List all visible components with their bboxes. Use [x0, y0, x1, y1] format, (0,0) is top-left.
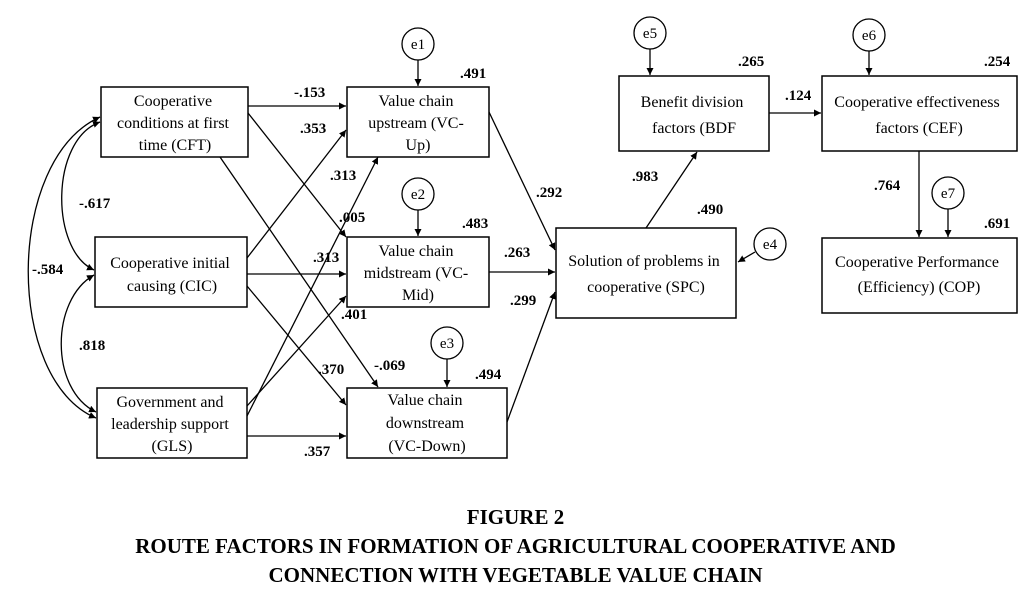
- coef-cft-vcup: -.153: [294, 85, 325, 101]
- vcup-box: [346, 86, 490, 158]
- arrow-cft-vcmid: [247, 112, 347, 238]
- coef-cic-vcmid: .313: [313, 250, 339, 266]
- coef-spc-bdf: .983: [632, 169, 658, 185]
- coef-gls-vcdown: .357: [304, 444, 331, 460]
- coef-gls-vcmid: .401: [341, 307, 367, 323]
- coef-cov-cft-gls: -.584: [32, 262, 64, 278]
- arrow-vcup-spc: [488, 111, 556, 251]
- vcdown-label: Value chain downstream (VC-Down): [386, 392, 468, 455]
- vcup-label: Value chain upstream (VC- Up): [368, 93, 468, 154]
- arrow-vcdown-spc: [506, 291, 556, 423]
- figure-title-line-1: ROUTE FACTORS IN FORMATION OF AGRICULTUR…: [135, 534, 896, 558]
- coef-vcdown-spc: .299: [510, 293, 536, 309]
- cov-cft-cic: [61, 121, 101, 271]
- r2-vcmid: .483: [462, 216, 488, 232]
- r2-cef: .254: [984, 54, 1011, 70]
- r2-cop: .691: [984, 216, 1010, 232]
- coef-cft-vcdown: .370: [318, 362, 344, 378]
- arrow-spc-bdf: [645, 151, 698, 229]
- arrow-cft-vcdown: [219, 156, 379, 388]
- coef-bdf-cef: .124: [785, 88, 812, 104]
- coef-cic-vcdown: -.069: [374, 358, 405, 374]
- cop-box: [821, 237, 1018, 314]
- bdf-box: [618, 75, 770, 152]
- coef-cov-cft-cic: -.617: [79, 196, 111, 212]
- coef-cic-vcup: .353: [300, 121, 326, 137]
- cic-label: Cooperative initial causing (CIC): [110, 255, 234, 295]
- gls-label: Government and leadership support (GLS): [111, 394, 233, 455]
- path-diagram: Cooperative conditions at first time (CF…: [27, 16, 1018, 460]
- figure-number: FIGURE 2: [466, 505, 565, 529]
- arrow-gls-vcmid: [246, 295, 347, 407]
- vcdown-box: [346, 387, 508, 459]
- coef-cov-cic-gls: .818: [79, 338, 105, 354]
- arrow-cic-vcdown: [246, 285, 347, 406]
- e6-label: e6: [862, 28, 877, 44]
- vcmid-box: [346, 236, 490, 308]
- e3-label: e3: [440, 336, 454, 352]
- cov-cic-gls: [60, 274, 97, 413]
- cov-cft-gls: [27, 116, 101, 419]
- bdf-label: Benefit division factors (BDF: [641, 94, 748, 137]
- e5-label: e5: [643, 26, 657, 42]
- cic-box: [94, 236, 248, 308]
- e4-circle: [753, 227, 787, 261]
- r2-bdf: .265: [738, 54, 764, 70]
- coef-vcup-spc: .292: [536, 185, 562, 201]
- r2-spc: .490: [697, 202, 723, 218]
- coef-vcmid-spc: .263: [504, 245, 530, 261]
- arrow-gls-vcup: [246, 156, 379, 417]
- spc-label: Solution of problems in cooperative (SPC…: [568, 253, 724, 296]
- figure-title-line-2: CONNECTION WITH VEGETABLE VALUE CHAIN: [268, 563, 763, 587]
- cef-box: [821, 75, 1018, 152]
- cop-label: Cooperative Performance (Efficiency) (CO…: [835, 254, 1003, 296]
- e2-label: e2: [411, 187, 425, 203]
- e7-label: e7: [941, 186, 956, 202]
- vcmid-label: Value chain midstream (VC- Mid): [364, 243, 472, 304]
- arrow-e4-spc: [737, 251, 756, 263]
- coef-gls-vcup: .313: [330, 168, 356, 184]
- cft-label: Cooperative conditions at first time (CF…: [117, 93, 233, 154]
- cef-label: Cooperative effectiveness factors (CEF): [834, 94, 1003, 137]
- e4-label: e4: [763, 237, 778, 253]
- coef-cft-vcmid: .005: [339, 210, 365, 226]
- spc-box: [555, 227, 737, 319]
- r2-vcup: .491: [460, 66, 486, 82]
- gls-box: [96, 387, 248, 459]
- arrow-cic-vcup: [246, 129, 347, 259]
- coef-cef-cop: .764: [874, 178, 901, 194]
- e1-label: e1: [411, 37, 425, 53]
- r2-vcdown: .494: [475, 367, 502, 383]
- cft-box: [100, 86, 249, 158]
